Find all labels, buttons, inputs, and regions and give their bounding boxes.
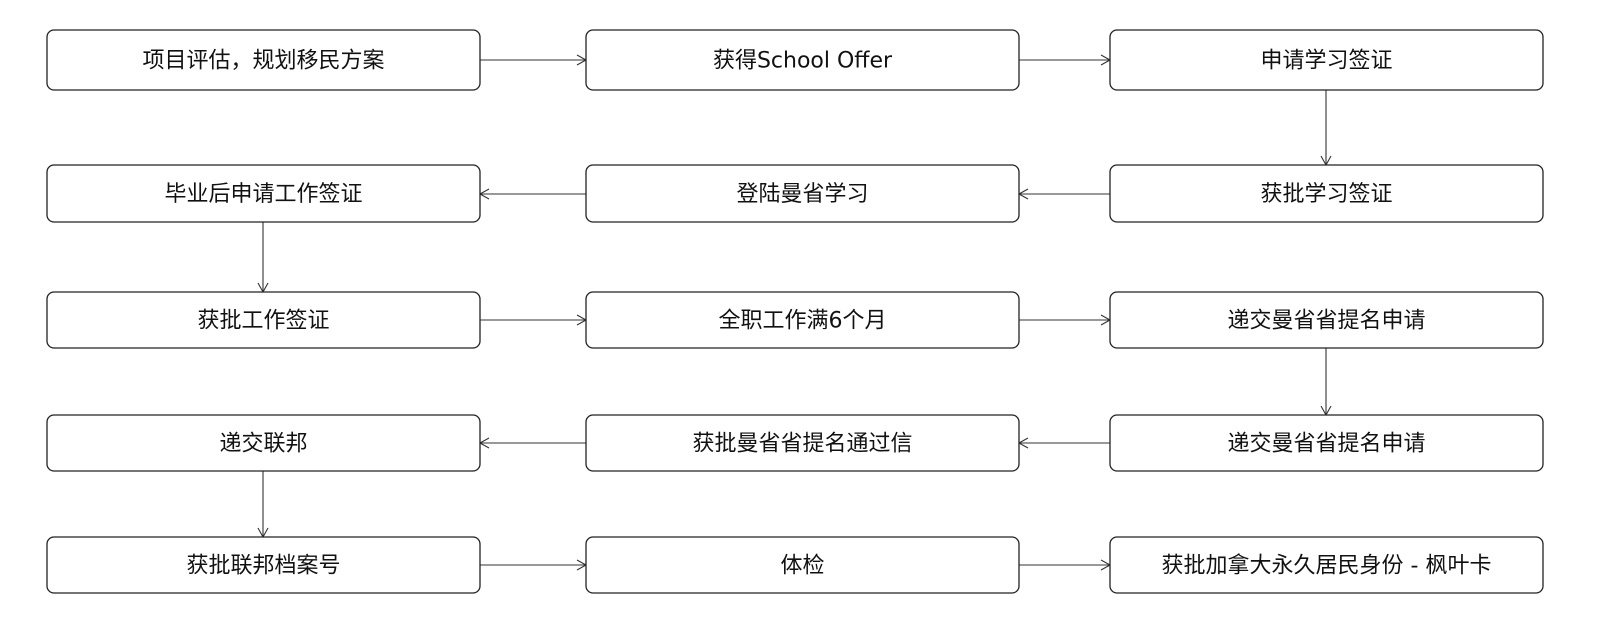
- flow-node-label: 申请学习签证: [1260, 49, 1392, 74]
- flow-node-box: [46, 29, 481, 91]
- flow-node: 获批工作签证: [46, 291, 481, 349]
- flow-arrow: [257, 471, 269, 538]
- flow-node-label: 登陆曼省学习: [736, 182, 868, 207]
- flow-arrow: [1320, 348, 1332, 416]
- flow-node-box: [585, 29, 1020, 91]
- flow-arrow: [257, 222, 269, 293]
- arrowhead-icon: [576, 319, 587, 326]
- flow-node-box: [1109, 291, 1544, 349]
- flow-node: 递交曼省省提名申请: [1109, 291, 1544, 349]
- flow-node: 获批学习签证: [1109, 164, 1544, 223]
- arrowhead-icon: [262, 527, 269, 538]
- flow-node: 获得School Offer: [585, 29, 1020, 91]
- flow-arrow: [479, 437, 586, 449]
- flow-node-box: [585, 164, 1020, 223]
- flow-node-label: 获批学习签证: [1260, 182, 1392, 207]
- flow-node-box: [585, 536, 1020, 594]
- flow-node-label: 全职工作满6个月: [719, 309, 887, 334]
- flow-node-box: [585, 291, 1020, 349]
- flow-arrow: [1018, 437, 1110, 449]
- flow-node-box: [1109, 536, 1544, 594]
- arrowhead-icon: [1100, 314, 1111, 321]
- flow-node-box: [46, 414, 481, 472]
- arrowhead-icon: [1018, 188, 1029, 195]
- edges-layer: [257, 54, 1332, 571]
- flow-arrow: [1019, 314, 1111, 326]
- flow-arrow: [480, 54, 587, 66]
- arrowhead-icon: [1018, 437, 1029, 444]
- arrowhead-icon: [479, 442, 490, 449]
- flow-node: 递交曼省省提名申请: [1109, 414, 1544, 472]
- flow-arrow: [480, 559, 587, 571]
- flow-node-label: 获得School Offer: [713, 49, 893, 74]
- flow-node-box: [1109, 29, 1544, 91]
- flow-node-box: [585, 414, 1020, 472]
- arrowhead-icon: [1100, 564, 1111, 571]
- flow-node-label: 获批联邦档案号: [186, 554, 340, 579]
- flow-node: 获批联邦档案号: [46, 536, 481, 594]
- flow-node-label: 获批曼省省提名通过信: [692, 432, 912, 457]
- flow-arrow: [480, 314, 587, 326]
- flow-node: 项目评估，规划移民方案: [46, 29, 481, 91]
- flow-node-box: [46, 536, 481, 594]
- arrowhead-icon: [479, 437, 490, 444]
- arrowhead-icon: [576, 54, 587, 61]
- arrowhead-icon: [576, 564, 587, 571]
- arrowhead-icon: [576, 559, 587, 566]
- arrowhead-icon: [1100, 559, 1111, 566]
- flow-node: 登陆曼省学习: [585, 164, 1020, 223]
- flow-arrow: [1018, 188, 1110, 200]
- flow-node: 毕业后申请工作签证: [46, 164, 481, 223]
- flow-node-label: 递交联邦: [219, 432, 307, 457]
- arrowhead-icon: [1100, 319, 1111, 326]
- flow-arrow: [1320, 90, 1332, 166]
- flow-node-label: 获批加拿大永久居民身份 - 枫叶卡: [1162, 553, 1492, 579]
- arrowhead-icon: [257, 527, 264, 538]
- flow-node-label: 递交曼省省提名申请: [1227, 432, 1425, 457]
- flow-node: 获批曼省省提名通过信: [585, 414, 1020, 472]
- flow-node: 获批加拿大永久居民身份 - 枫叶卡: [1109, 536, 1544, 594]
- arrowhead-icon: [576, 314, 587, 321]
- arrowhead-icon: [257, 282, 264, 293]
- flow-node-label: 体检: [780, 554, 824, 579]
- flow-arrow: [1019, 559, 1111, 571]
- flow-node-box: [46, 164, 481, 223]
- arrowhead-icon: [1320, 155, 1327, 166]
- flow-node: 申请学习签证: [1109, 29, 1544, 91]
- flow-node-label: 获批工作签证: [197, 309, 329, 334]
- flow-node-label: 项目评估，规划移民方案: [142, 49, 384, 74]
- arrowhead-icon: [1325, 155, 1332, 166]
- arrowhead-icon: [1018, 442, 1029, 449]
- arrowhead-icon: [1018, 193, 1029, 200]
- arrowhead-icon: [1100, 59, 1111, 66]
- arrowhead-icon: [479, 193, 490, 200]
- flow-node-box: [46, 291, 481, 349]
- arrowhead-icon: [576, 59, 587, 66]
- flow-arrow: [479, 188, 586, 200]
- arrowhead-icon: [1325, 405, 1332, 416]
- flow-node-box: [1109, 414, 1544, 472]
- flow-arrow: [1019, 54, 1111, 66]
- flow-node-label: 毕业后申请工作签证: [164, 182, 362, 207]
- nodes-layer: 项目评估，规划移民方案 获得School Offer 申请学习签证毕业后申请工作签证…: [46, 29, 1544, 594]
- arrowhead-icon: [262, 282, 269, 293]
- flow-node: 全职工作满6个月: [585, 291, 1020, 349]
- arrowhead-icon: [479, 188, 490, 195]
- flow-node: 体检: [585, 536, 1020, 594]
- arrowhead-icon: [1320, 405, 1327, 416]
- flow-node: 递交联邦: [46, 414, 481, 472]
- flow-node-label: 递交曼省省提名申请: [1227, 309, 1425, 334]
- flow-node-box: [1109, 164, 1544, 223]
- arrowhead-icon: [1100, 54, 1111, 61]
